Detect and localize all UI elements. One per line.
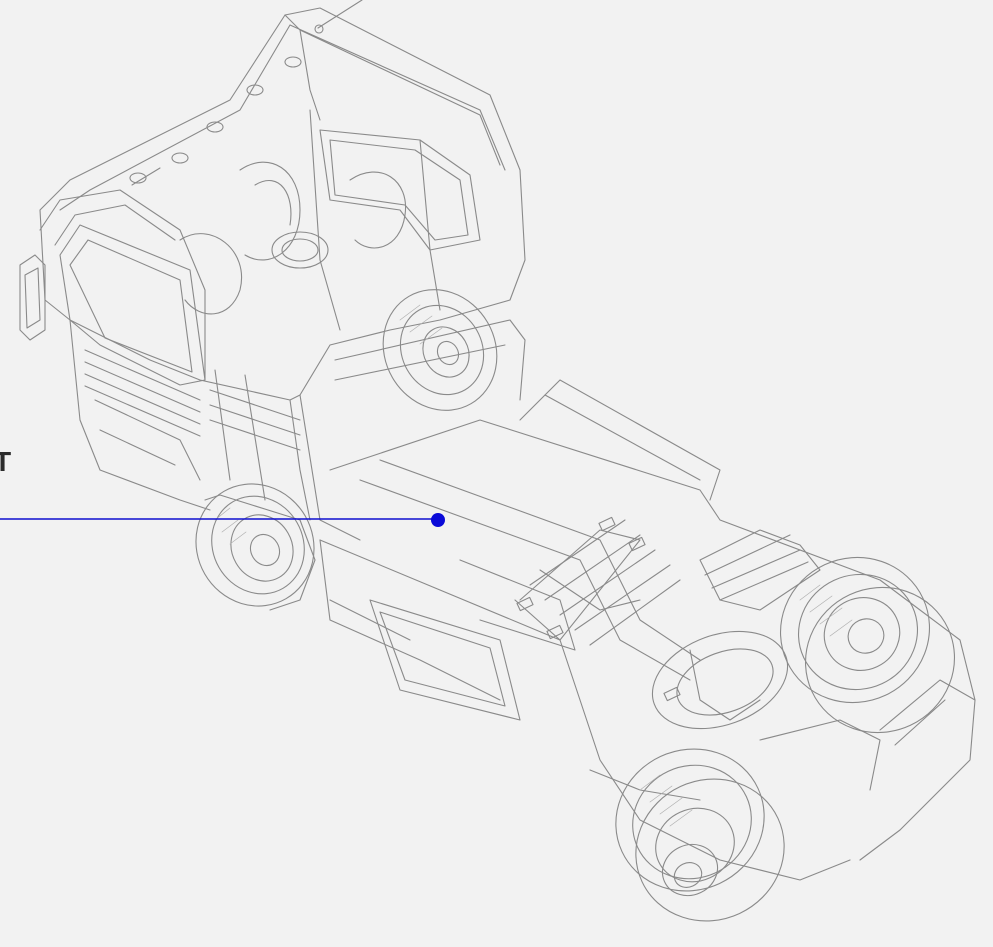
cab	[19, 7, 526, 541]
rear-wheel-lower	[615, 748, 785, 922]
front-wheel	[195, 483, 316, 611]
rear-wheel-upper	[779, 556, 956, 734]
antenna	[314, 0, 363, 34]
tire-tread-detail	[214, 304, 853, 827]
chassis-frame	[319, 379, 976, 881]
callout-dot[interactable]	[431, 513, 445, 527]
steer-wheel-right	[382, 289, 498, 411]
callout-label: T	[0, 446, 12, 477]
